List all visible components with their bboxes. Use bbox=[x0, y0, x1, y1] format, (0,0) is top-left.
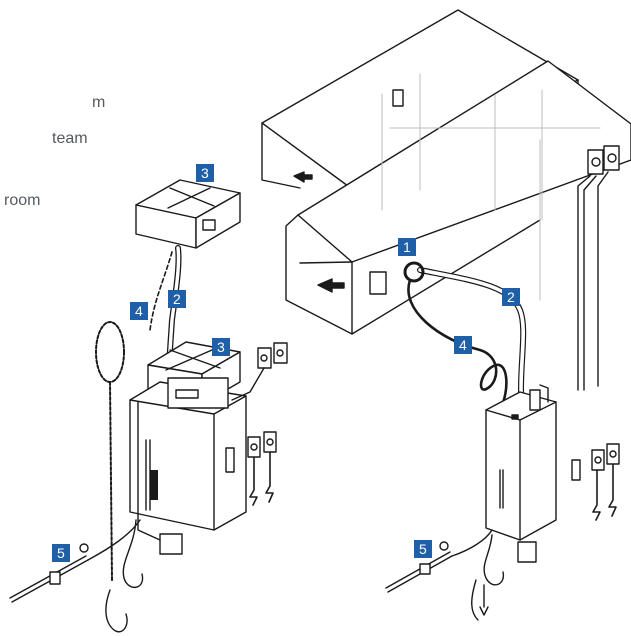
badge-3 bbox=[212, 338, 230, 356]
water-valve-icon bbox=[385, 529, 493, 593]
water-valve-icon bbox=[9, 519, 141, 603]
badge-2 bbox=[502, 288, 520, 306]
steam-generator-right bbox=[485, 384, 581, 563]
electric-supply-icon bbox=[592, 464, 617, 521]
drain-trap-icon bbox=[471, 534, 505, 621]
badge-2 bbox=[168, 290, 186, 308]
badge-5 bbox=[414, 540, 432, 558]
badge-3-text: 3 bbox=[201, 165, 209, 181]
label-badges bbox=[52, 164, 520, 562]
badge-5 bbox=[52, 544, 70, 562]
condensate-loop bbox=[95, 321, 125, 581]
airflow-arrow-icon bbox=[317, 278, 345, 293]
badge-4 bbox=[454, 336, 472, 354]
drain-trap-icon bbox=[105, 519, 144, 633]
badge-4 bbox=[130, 302, 148, 320]
text-fragment-2: team bbox=[52, 130, 88, 147]
badge-5-text: 5 bbox=[419, 541, 427, 557]
text-fragment-3: room bbox=[4, 192, 41, 209]
power-outlet-icon bbox=[257, 342, 288, 369]
badge-4-text: 4 bbox=[135, 303, 143, 319]
badge-3 bbox=[196, 164, 214, 182]
electric-supply-icon bbox=[249, 451, 274, 506]
badge-2-text: 2 bbox=[507, 289, 515, 305]
badge-2-text: 2 bbox=[173, 291, 181, 307]
steam-lance-icon bbox=[403, 261, 425, 283]
badge-3-text: 3 bbox=[217, 339, 225, 355]
airflow-arrow-icon bbox=[293, 171, 313, 183]
text-fragment-1: m bbox=[92, 94, 106, 111]
steam-generator-left bbox=[129, 377, 247, 555]
badge-4-text: 4 bbox=[459, 337, 467, 353]
badge-numbers: 1 2 4 5 3 2 4 3 5 bbox=[57, 165, 515, 561]
badge-1 bbox=[398, 238, 416, 256]
power-outlet-icon bbox=[591, 443, 620, 471]
badge-1-text: 1 bbox=[403, 239, 411, 255]
badge-5-text: 5 bbox=[57, 545, 65, 561]
hvac-duct bbox=[261, 9, 631, 335]
distribution-box-top bbox=[135, 179, 241, 249]
condensate-hose bbox=[407, 278, 508, 412]
power-outlet-icon bbox=[247, 431, 277, 458]
steam-hose bbox=[417, 267, 527, 413]
power-outlet-icon bbox=[587, 145, 620, 175]
